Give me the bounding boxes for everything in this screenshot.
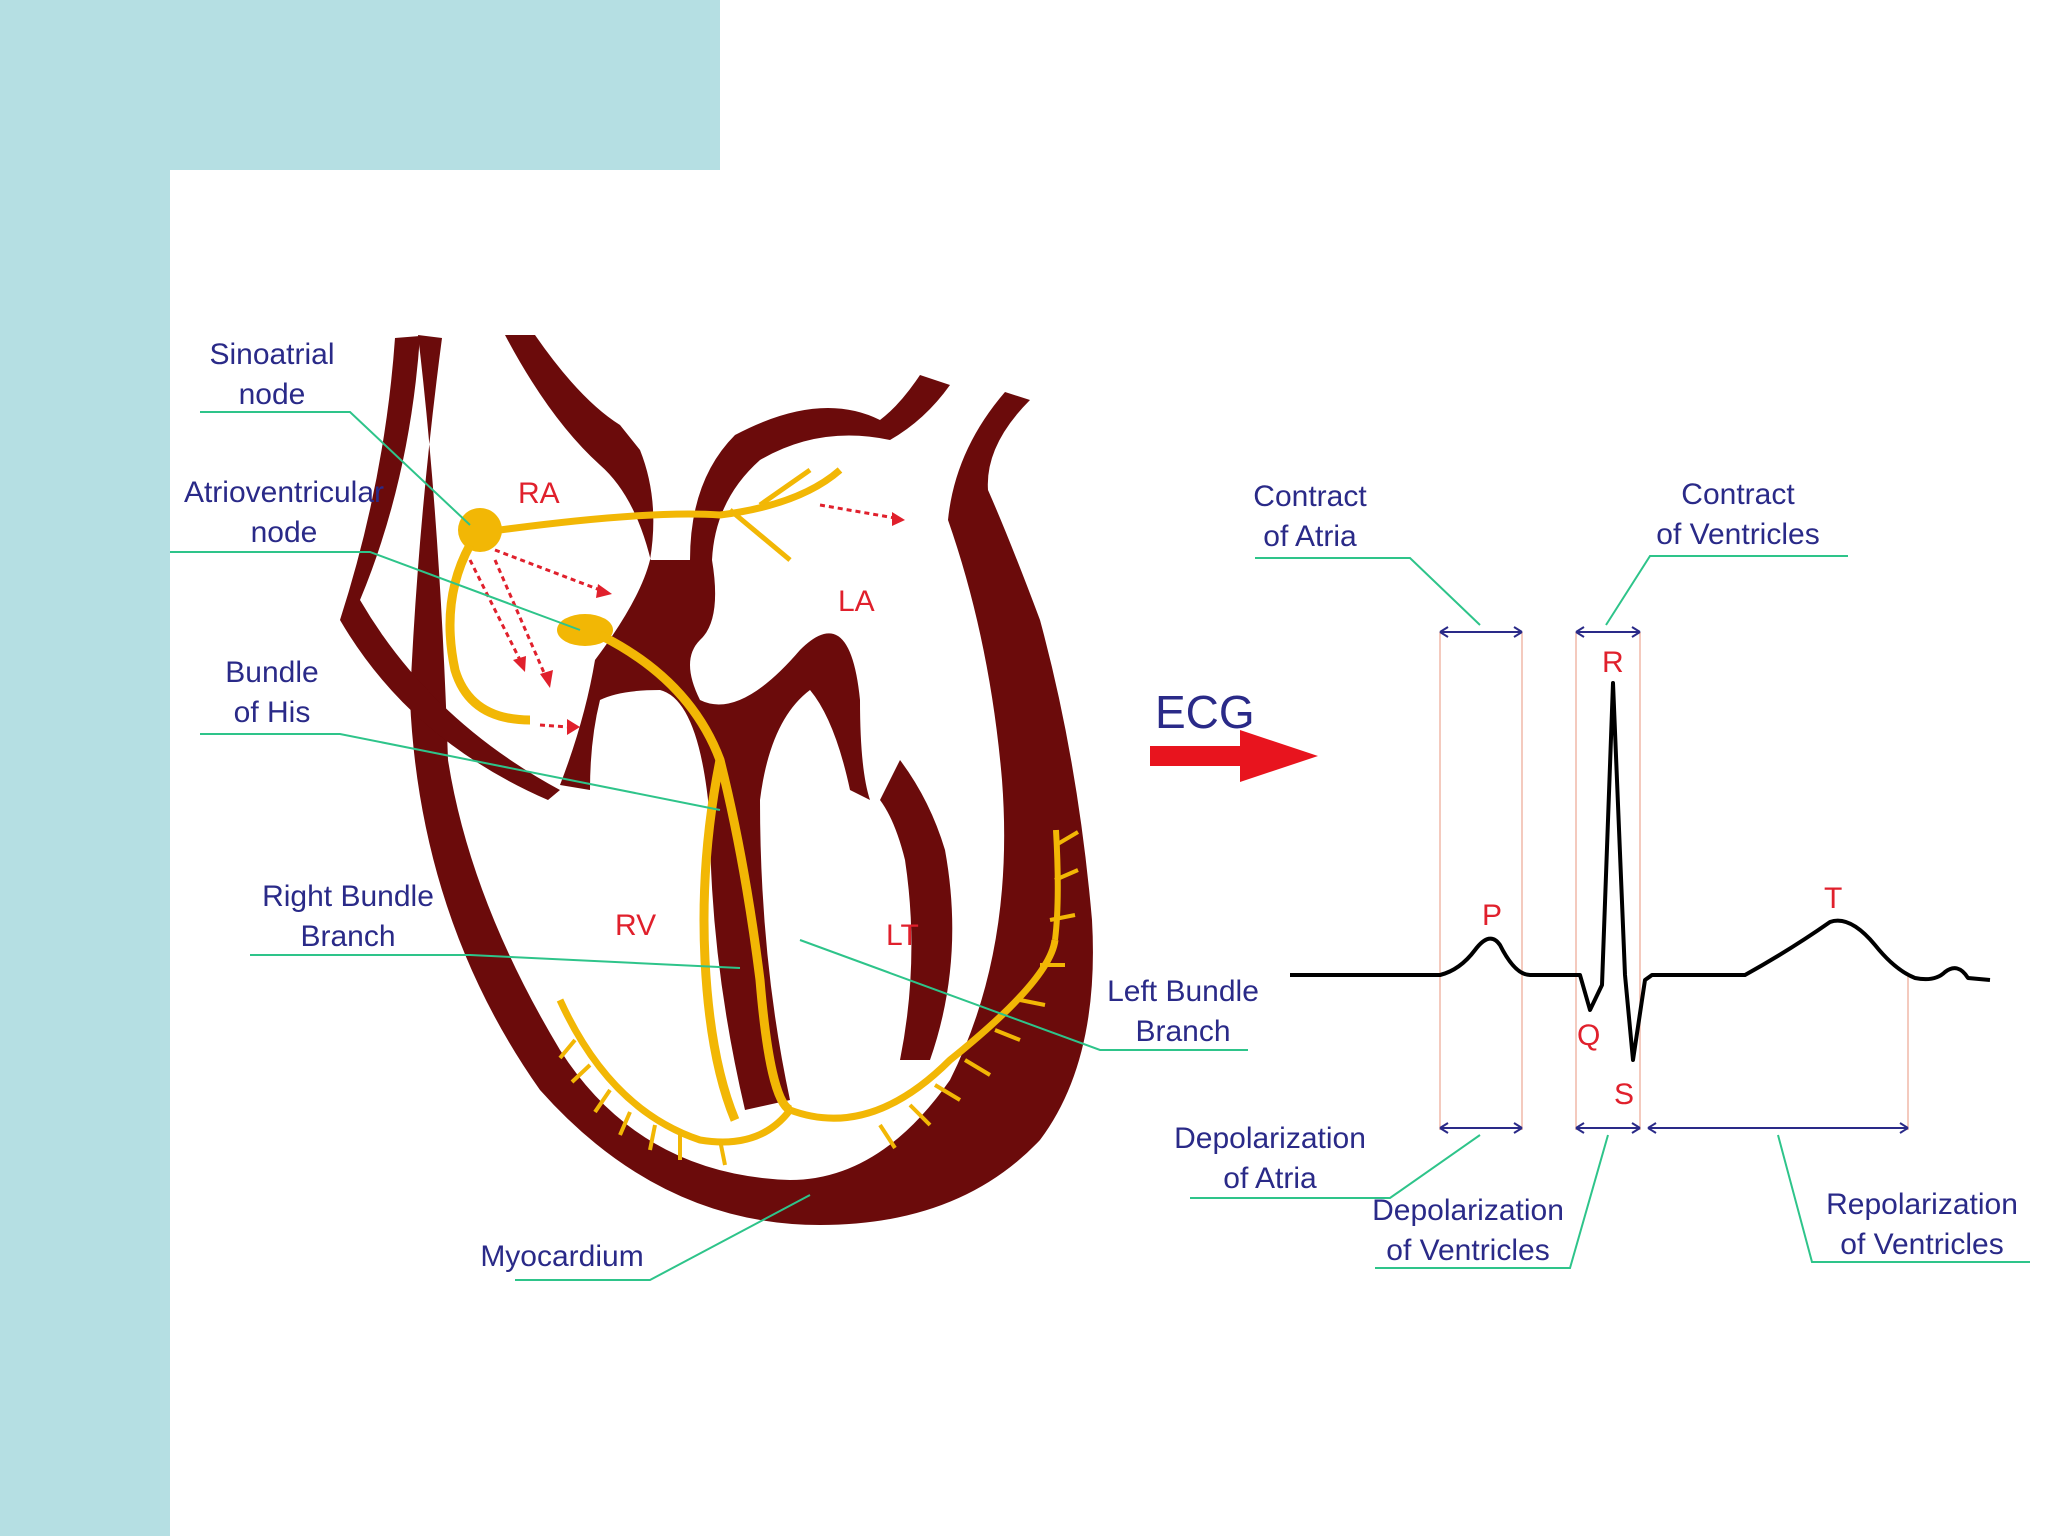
arrow-down-2	[468, 559, 522, 661]
ecg-arrow	[1150, 730, 1318, 782]
heart-leader-lines	[170, 411, 1248, 1281]
label-his-line2: of His	[234, 696, 311, 729]
arrow-to-la-head	[892, 512, 905, 526]
slide-card	[170, 170, 2048, 1536]
ecg-guides	[1439, 632, 1909, 1130]
left-purkinje	[788, 939, 1059, 1122]
arrow-down-1-head	[540, 670, 553, 688]
label-depol-atria-line1: Depolarization	[1174, 1122, 1366, 1155]
leader-contract-ventricles	[1605, 555, 1848, 626]
arrow-down-1	[493, 559, 547, 676]
leader-myocardium	[515, 1194, 811, 1281]
leader-depol-ventricles	[1375, 1134, 1609, 1269]
leader-av	[170, 551, 581, 631]
label-rv: RV	[615, 909, 656, 942]
label-depol-atria-line2: of Atria	[1223, 1162, 1317, 1195]
label-sinoatrial-line2: node	[239, 378, 306, 411]
leader-lbb	[799, 939, 1248, 1051]
heart-great-vessel	[505, 335, 950, 580]
arrow-down-3-head	[567, 719, 580, 735]
dim-repol-ventricles	[1647, 1122, 1909, 1134]
ecg-title: ECG	[1155, 686, 1255, 738]
label-lt: LT	[886, 919, 919, 952]
la-branch-1	[728, 508, 792, 562]
leader-rbb	[250, 954, 741, 969]
label-rbb-line1: Right Bundle	[262, 880, 434, 913]
heart-illustration	[340, 335, 1093, 1225]
ecg-label-r: R	[1602, 646, 1624, 679]
left-bundle	[699, 759, 740, 1122]
bachmann-bundle	[499, 467, 843, 534]
ecg-label-t: T	[1824, 882, 1842, 915]
label-depol-ventricles-line1: Depolarization	[1372, 1194, 1564, 1227]
ecg-trace	[1290, 681, 1991, 1062]
label-contract-atria-line2: of Atria	[1263, 520, 1357, 553]
la-branch-2	[758, 467, 812, 508]
label-av-line1: Atrioventricular	[184, 476, 384, 509]
label-repol-ventricles-line2: of Ventricles	[1840, 1228, 2003, 1261]
arrow-to-av-head	[596, 584, 612, 598]
leader-repol-ventricles	[1777, 1134, 2030, 1263]
internodal-tract	[445, 542, 531, 725]
label-contract-ventricles-line1: Contract	[1681, 478, 1795, 511]
leader-sinoatrial	[200, 411, 471, 526]
activation-arrows	[468, 503, 905, 735]
label-rbb-line2: Branch	[300, 920, 395, 953]
conduction-system	[445, 467, 1080, 1166]
label-contract-atria-line1: Contract	[1253, 480, 1367, 513]
arrow-down-2-head	[513, 656, 526, 672]
label-contract-ventricles-line2: of Ventricles	[1656, 518, 1819, 551]
label-la: LA	[838, 585, 875, 618]
arrow-to-av	[494, 548, 601, 592]
purkinje-fibres	[558, 830, 1080, 1166]
dim-contract-atria	[1439, 626, 1523, 638]
leader-contract-atria	[1255, 557, 1481, 626]
label-lbb-line2: Branch	[1135, 1015, 1230, 1048]
label-ra: RA	[518, 477, 560, 510]
ecg-leader-lines	[1190, 555, 2030, 1269]
ecg-label-p: P	[1482, 899, 1502, 932]
heart-ra-wall	[340, 336, 560, 800]
background-panel-left	[0, 0, 170, 1536]
background-panel-top	[0, 0, 720, 170]
label-his-line1: Bundle	[225, 656, 318, 689]
ecg-label-q: Q	[1577, 1019, 1600, 1052]
label-myocardium: Myocardium	[480, 1240, 643, 1273]
dim-contract-ventricles	[1575, 626, 1641, 638]
heart-septum	[560, 560, 870, 1110]
sa-node	[458, 508, 502, 552]
ecg-label-s: S	[1614, 1078, 1634, 1111]
leader-his	[200, 733, 721, 811]
label-sinoatrial-line1: Sinoatrial	[209, 338, 334, 371]
arrow-down-3	[539, 723, 569, 729]
label-av-line2: node	[251, 516, 318, 549]
his-bundle	[597, 630, 793, 1115]
label-depol-ventricles-line2: of Ventricles	[1386, 1234, 1549, 1267]
label-repol-ventricles-line1: Repolarization	[1826, 1188, 2018, 1221]
label-lbb-line1: Left Bundle	[1107, 975, 1259, 1008]
right-purkinje	[556, 998, 793, 1146]
dim-depol-ventricles	[1575, 1122, 1641, 1134]
heart-outer-wall	[410, 335, 1093, 1225]
dim-depol-atria	[1439, 1122, 1523, 1134]
leader-depol-atria	[1190, 1134, 1481, 1199]
ecg-dimension-bars	[1439, 626, 1909, 1134]
heart-lv-wall	[880, 760, 953, 1060]
arrow-to-la	[819, 503, 896, 520]
